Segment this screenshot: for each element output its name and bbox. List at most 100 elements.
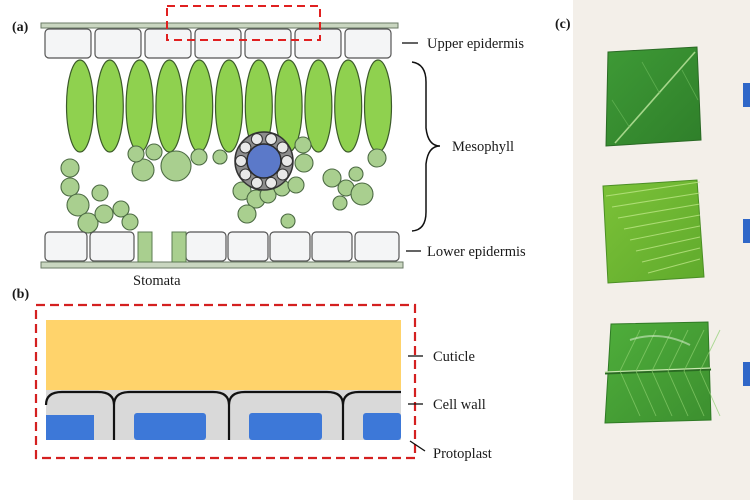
label-protoplast: Protoplast bbox=[433, 446, 492, 462]
spongy-cell bbox=[112, 200, 130, 218]
label-upper-epidermis: Upper epidermis bbox=[427, 36, 524, 52]
palisade-layer bbox=[65, 59, 393, 153]
panel-b: (b) Cuticle Cell wall Protoplast bbox=[12, 287, 492, 462]
spongy-cell bbox=[350, 182, 374, 206]
bundle-sheath-cell bbox=[281, 155, 293, 167]
protoplast-4 bbox=[363, 413, 401, 440]
lower-epidermis-cell bbox=[89, 231, 135, 262]
lower-epidermis-cell bbox=[269, 231, 311, 262]
spongy-cell bbox=[121, 213, 139, 231]
leaf-1-vein bbox=[641, 61, 661, 95]
palisade-cell bbox=[125, 59, 154, 153]
protoplast-1 bbox=[46, 415, 94, 440]
bundle-sheath-cell bbox=[235, 155, 247, 167]
leaf-3-vein bbox=[683, 329, 705, 372]
leaf-sample-1 bbox=[605, 46, 702, 147]
blue-tag-1 bbox=[743, 83, 750, 107]
spongy-cell bbox=[212, 149, 228, 165]
palisade-cell bbox=[185, 59, 214, 153]
protoplast-leader bbox=[409, 440, 426, 452]
highlight-box-b bbox=[34, 303, 417, 460]
leaf-square-2 bbox=[602, 179, 705, 284]
guard-cell-left bbox=[137, 231, 153, 263]
leaf-2-veins bbox=[605, 181, 701, 274]
leaf-2-vein bbox=[605, 181, 701, 197]
leaf-3-vein bbox=[635, 370, 657, 417]
palisade-cell bbox=[95, 59, 124, 153]
spongy-layer bbox=[60, 136, 387, 234]
palisade-cell bbox=[334, 59, 363, 153]
panel-a: (a) Upper epidermis Mesophyll Lower epid… bbox=[12, 5, 526, 289]
palisade-cell bbox=[304, 59, 333, 153]
spongy-cell bbox=[160, 150, 192, 182]
mesophyll-brace bbox=[411, 61, 441, 232]
upper-epidermis-cell bbox=[44, 28, 92, 59]
vein-core bbox=[246, 143, 282, 179]
lower-epidermis-cell bbox=[227, 231, 269, 262]
spongy-cell bbox=[127, 145, 145, 163]
blue-tag-3 bbox=[743, 362, 750, 386]
leaf-2-vein bbox=[611, 192, 701, 208]
spongy-cell bbox=[60, 177, 80, 197]
protoplast-3 bbox=[249, 413, 322, 440]
bundle-sheath-cells bbox=[235, 133, 293, 189]
spongy-cell bbox=[77, 212, 99, 234]
highlight-box-a bbox=[166, 5, 321, 41]
bundle-sheath-cell bbox=[250, 176, 263, 189]
spongy-cell bbox=[348, 166, 364, 182]
lower-epidermis-cell bbox=[354, 231, 400, 262]
label-lower-epidermis: Lower epidermis bbox=[427, 244, 526, 260]
bundle-sheath-cell bbox=[276, 141, 289, 154]
palisade-cell bbox=[363, 59, 393, 153]
upper-epidermis-cell bbox=[294, 28, 342, 59]
lower-epidermis-cell bbox=[185, 231, 227, 262]
leaf-3-glare bbox=[629, 335, 691, 346]
upper-epidermis-cell bbox=[244, 28, 292, 59]
bundle-sheath-cell bbox=[265, 176, 278, 189]
bundle-sheath-cell bbox=[250, 133, 263, 146]
leaf-3-vein bbox=[667, 329, 689, 372]
bundle-sheath-cell bbox=[276, 168, 289, 181]
leaf-2-vein bbox=[617, 203, 701, 219]
leaf-2-vein bbox=[623, 214, 701, 230]
lower-epidermis-cell bbox=[311, 231, 353, 262]
spongy-cell bbox=[66, 193, 90, 217]
leaf-sample-2 bbox=[602, 179, 705, 284]
lower-epidermis-cells bbox=[44, 231, 400, 262]
leaf-3-vein bbox=[667, 370, 689, 417]
spongy-cell bbox=[332, 195, 348, 211]
spongy-cell bbox=[367, 148, 387, 168]
spongy-cell bbox=[190, 148, 208, 166]
label-cell-wall: Cell wall bbox=[433, 397, 486, 413]
blue-tag-2 bbox=[743, 219, 750, 243]
palisade-cell bbox=[65, 59, 95, 153]
leaf-2-vein bbox=[635, 236, 701, 252]
spongy-cell bbox=[60, 158, 80, 178]
spongy-cell bbox=[131, 158, 155, 182]
leaf-3-vein bbox=[619, 329, 641, 372]
label-stomata: Stomata bbox=[133, 273, 181, 289]
upper-epidermis-cell bbox=[194, 28, 242, 59]
spongy-cell bbox=[94, 204, 114, 224]
upper-cuticle-strip bbox=[40, 22, 399, 29]
vascular-bundle bbox=[234, 131, 294, 191]
bundle-sheath-cell bbox=[265, 133, 278, 146]
bundle-sheath-cell bbox=[239, 141, 252, 154]
panel-b-letter: (b) bbox=[12, 287, 29, 302]
leaf-sample-3 bbox=[604, 321, 721, 424]
guard-cell-right bbox=[171, 231, 187, 263]
lower-cuticle-strip bbox=[40, 261, 404, 269]
leaf-3-vein bbox=[651, 370, 673, 417]
cell-wall-layer bbox=[46, 390, 401, 440]
leaf-2-vein bbox=[647, 258, 701, 274]
protoplast-2 bbox=[134, 413, 206, 440]
panel-a-letter: (a) bbox=[12, 20, 29, 35]
spongy-cell bbox=[294, 136, 312, 154]
spongy-cell bbox=[145, 143, 163, 161]
leaf-3-vein bbox=[699, 329, 721, 372]
label-cuticle: Cuticle bbox=[433, 349, 475, 365]
leaf-3-midrib bbox=[604, 367, 712, 373]
lower-epidermis-cell bbox=[44, 231, 88, 262]
leaf-1-vein bbox=[611, 99, 631, 129]
